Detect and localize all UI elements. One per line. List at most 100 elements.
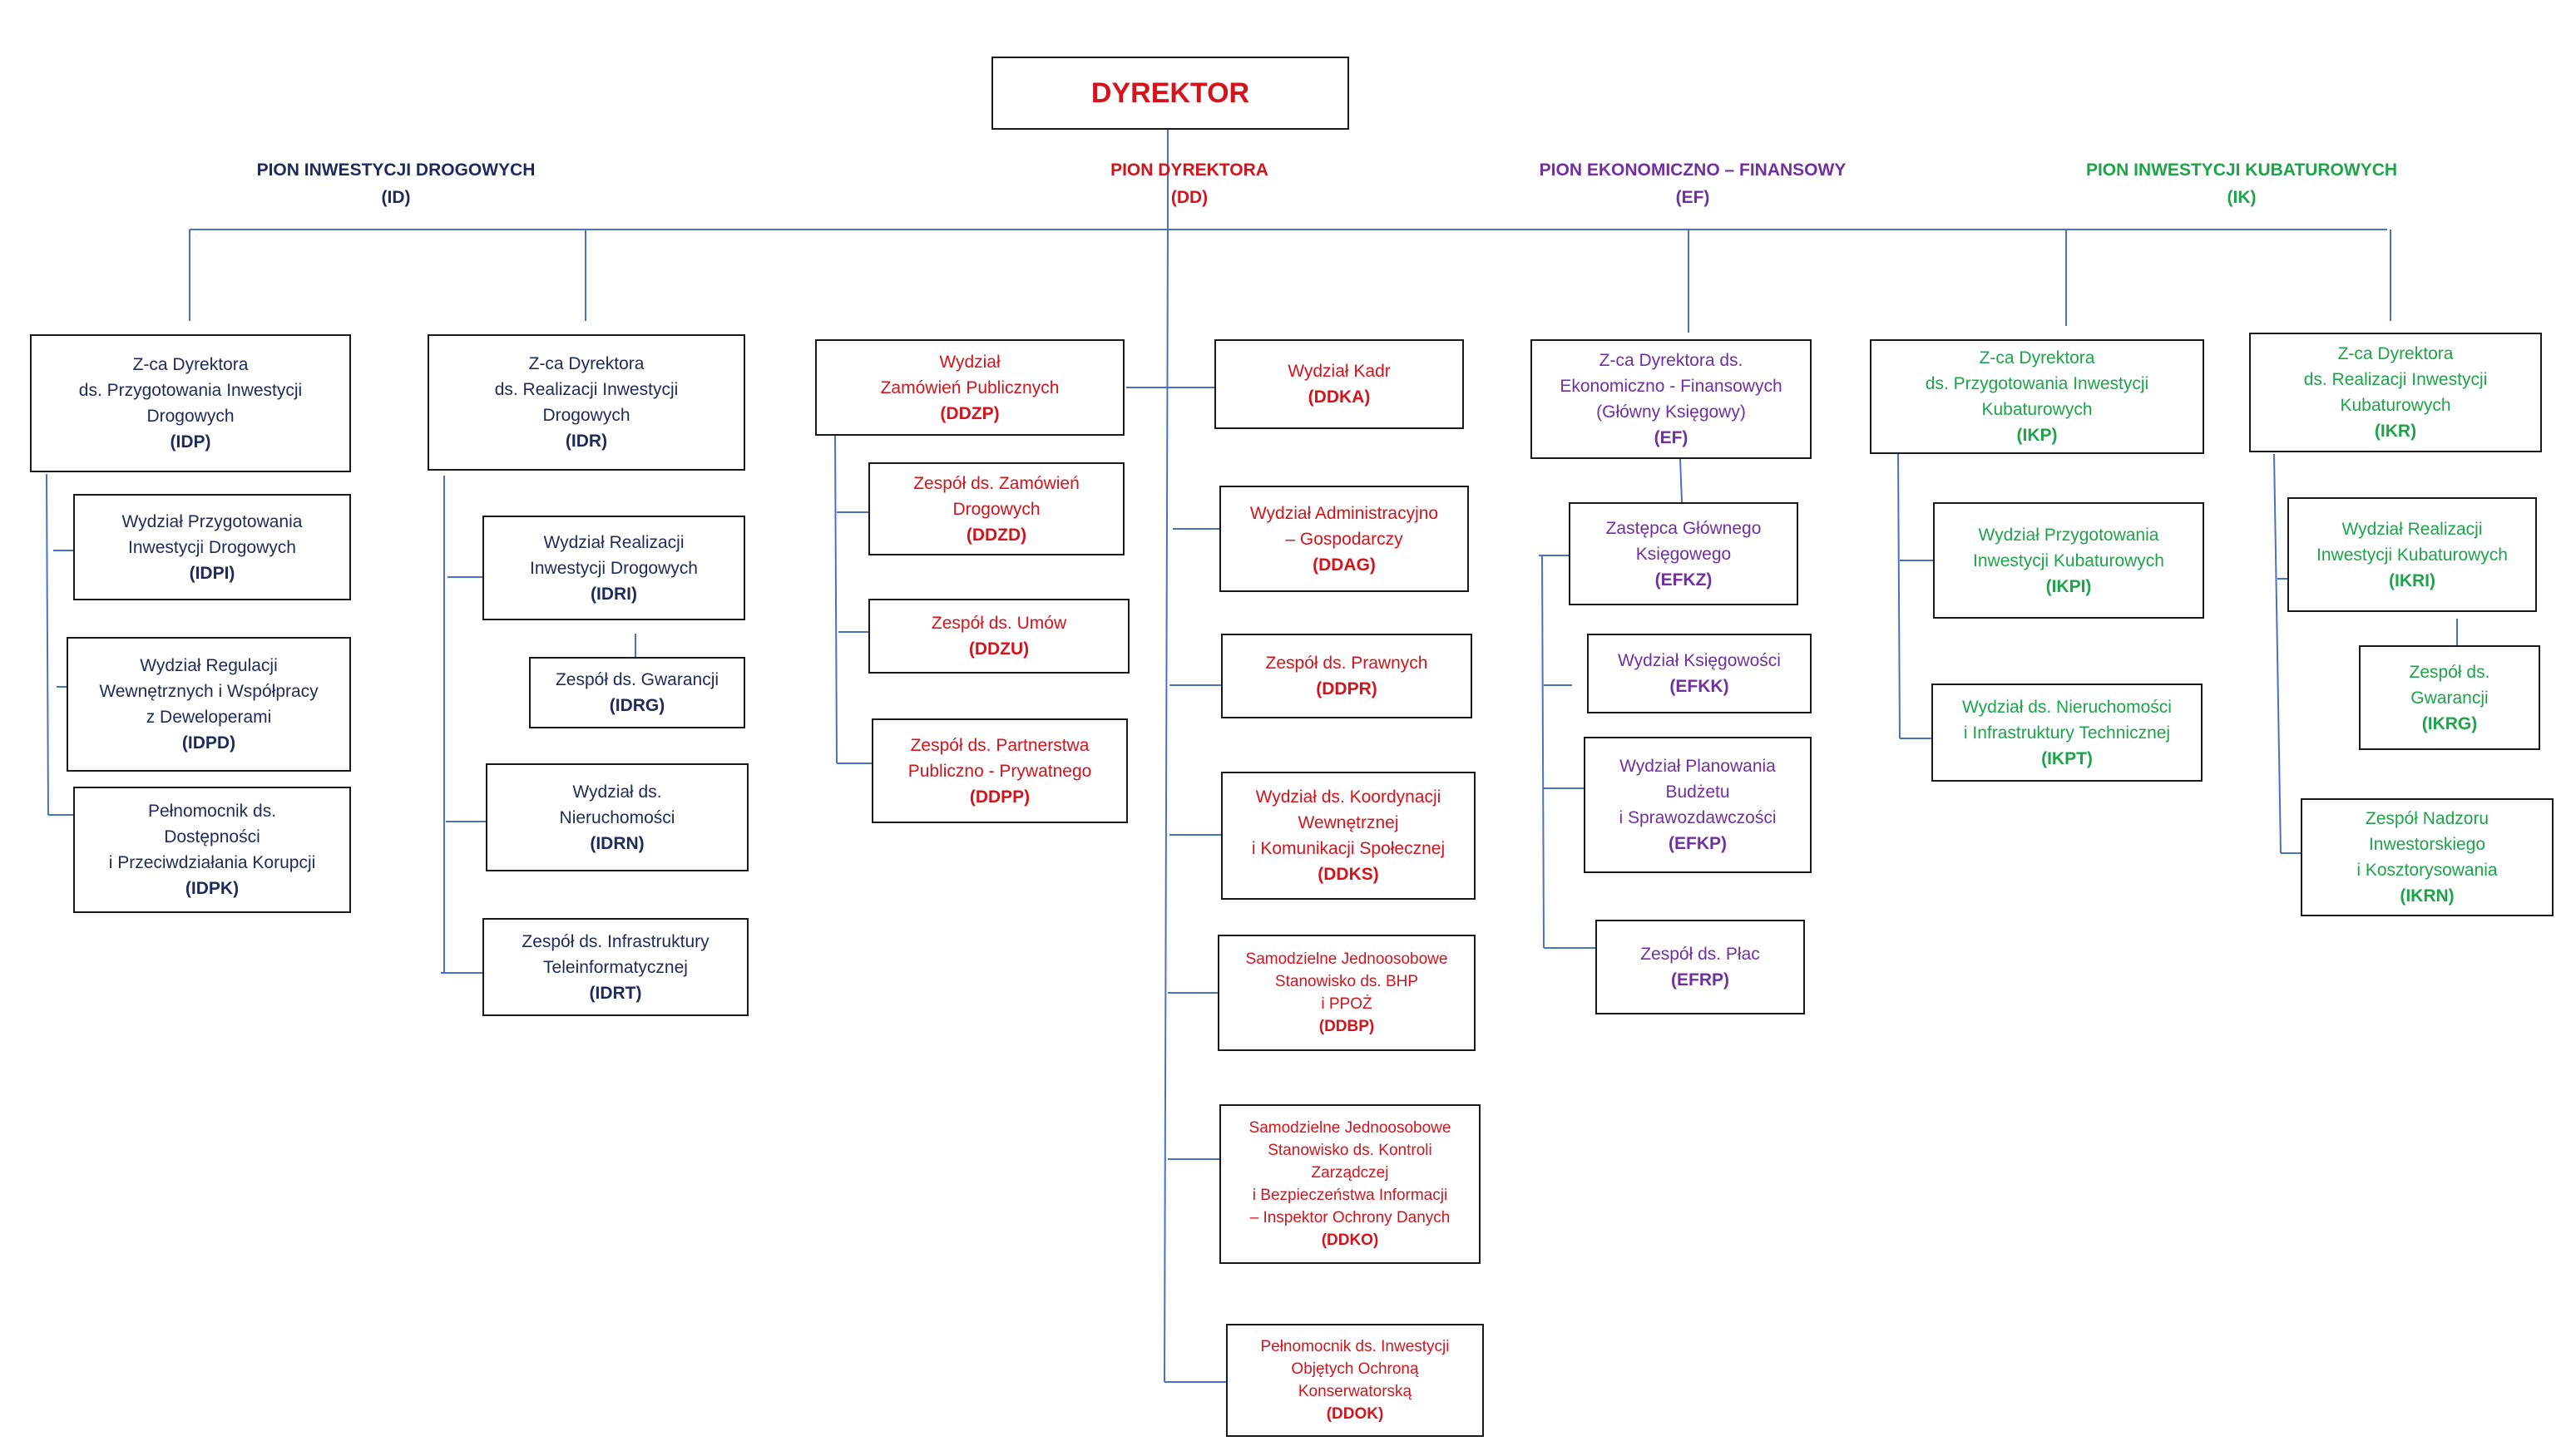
unit-code: (DDKO) [1321, 1231, 1379, 1249]
unit-name: Pełnomocnik ds. Inwestycji Objętych Ochr… [1260, 1338, 1450, 1400]
unit-idp: Z-ca Dyrektora ds. Przygotowania Inwesty… [30, 334, 351, 472]
unit-name: Z-ca Dyrektora ds. Przygotowania Inwesty… [78, 355, 303, 426]
unit-name: Wydział Zamówień Publicznych [880, 352, 1060, 397]
unit-ikrn: Zespół Nadzoru Inwestorskiego i Kosztory… [2301, 798, 2554, 916]
unit-name: Zespół ds. Partnerstwa Publiczno - Prywa… [907, 735, 1092, 781]
unit-name: Zespół ds. Gwarancji [2409, 662, 2490, 708]
unit-code: (IDRI) [591, 584, 637, 604]
director-title: DYREKTOR [1090, 77, 1250, 109]
unit-code: (IDPK) [185, 879, 240, 898]
unit-idpk: Pełnomocnik ds. Dostępności i Przeciwdzi… [73, 787, 351, 913]
unit-code: (EF) [1654, 428, 1688, 447]
unit-ddpr: Zespół ds. Prawnych (DDPR) [1221, 634, 1472, 718]
unit-code: (IKR) [2374, 422, 2417, 441]
unit-name: Zespół ds. Gwarancji [555, 670, 719, 689]
unit-ddpp: Zespół ds. Partnerstwa Publiczno - Prywa… [872, 718, 1128, 823]
unit-code: (IDP) [170, 432, 211, 452]
unit-name: Zespół Nadzoru Inwestorskiego i Kosztory… [2356, 809, 2498, 880]
unit-code: (IDRN) [590, 833, 645, 853]
unit-efrp: Zespół ds. Płac (EFRP) [1595, 920, 1805, 1014]
unit-name: Wydział Przygotowania Inwestycji Drogowy… [121, 511, 303, 557]
unit-code: (EFKP) [1669, 834, 1727, 853]
unit-ddzp: Wydział Zamówień Publicznych (DDZP) [815, 339, 1125, 436]
unit-code: (DDBP) [1318, 1018, 1375, 1035]
unit-name: Wydział Regulacji Wewnętrznych i Współpr… [99, 656, 319, 727]
unit-code: (EFKK) [1669, 677, 1729, 696]
unit-ddbp: Samodzielne Jednoosobowe Stanowisko ds. … [1218, 935, 1476, 1051]
unit-code: (DDPP) [969, 787, 1031, 807]
unit-name: Wydział ds. Koordynacji Wewnętrznej i Ko… [1251, 787, 1446, 858]
unit-name: Wydział ds. Nieruchomości i Infrastruktu… [1962, 697, 2172, 743]
division-code: (ID) [381, 188, 411, 207]
unit-efkp: Wydział Planowania Budżetu i Sprawozdawc… [1584, 737, 1812, 873]
division-header-dd: PION DYREKTORA (DD) [1023, 156, 1356, 211]
division-header-id: PION INWESTYCJI DROGOWYCH (ID) [213, 156, 579, 211]
unit-name: Zespół ds. Zamówień Drogowych [913, 473, 1080, 519]
unit-code: (DDOK) [1326, 1405, 1384, 1423]
unit-ddzu: Zespół ds. Umów (DDZU) [868, 599, 1130, 674]
unit-name: Zespół ds. Umów [931, 614, 1067, 633]
division-header-ik: PION INWESTYCJI KUBATUROWYCH (IK) [2054, 156, 2429, 211]
unit-name: Z-ca Dyrektora ds. Realizacji Inwestycji… [2303, 344, 2488, 415]
unit-code: (IKRG) [2421, 713, 2478, 733]
division-header-ef: PION EKONOMICZNO – FINANSOWY (EF) [1506, 156, 1880, 211]
unit-ikr: Z-ca Dyrektora ds. Realizacji Inwestycji… [2249, 333, 2542, 452]
unit-ddok: Pełnomocnik ds. Inwestycji Objętych Ochr… [1226, 1324, 1484, 1437]
division-code: (DD) [1170, 188, 1209, 207]
unit-efkk: Wydział Księgowości (EFKK) [1587, 634, 1812, 713]
unit-idr: Z-ca Dyrektora ds. Realizacji Inwestycji… [428, 334, 745, 471]
unit-idrg: Zespół ds. Gwarancji (IDRG) [529, 657, 745, 728]
unit-code: (IDRG) [609, 696, 665, 715]
unit-idpd: Wydział Regulacji Wewnętrznych i Współpr… [67, 637, 351, 772]
unit-ddag: Wydział Administracyjno – Gospodarczy (D… [1219, 486, 1469, 592]
division-name: PION INWESTYCJI DROGOWYCH [256, 160, 536, 180]
unit-code: (DDZD) [966, 525, 1027, 545]
unit-ddka: Wydział Kadr (DDKA) [1214, 339, 1464, 429]
unit-ef: Z-ca Dyrektora ds. Ekonomiczno - Finanso… [1530, 339, 1812, 459]
unit-ddzd: Zespół ds. Zamówień Drogowych (DDZD) [868, 462, 1125, 555]
unit-ikpt: Wydział ds. Nieruchomości i Infrastruktu… [1931, 684, 2203, 782]
unit-ikri: Wydział Realizacji Inwestycji Kubaturowy… [2287, 497, 2537, 612]
unit-code: (DDKS) [1318, 865, 1379, 884]
unit-name: Samodzielne Jednoosobowe Stanowisko ds. … [1245, 950, 1448, 1013]
unit-name: Pełnomocnik ds. Dostępności i Przeciwdzi… [108, 802, 316, 872]
unit-code: (IDPI) [189, 563, 235, 583]
division-code: (EF) [1675, 188, 1710, 207]
unit-code: (DDZP) [940, 403, 1000, 423]
unit-ikrg: Zespół ds. Gwarancji (IKRG) [2359, 645, 2540, 750]
unit-idri: Wydział Realizacji Inwestycji Drogowych … [482, 516, 745, 620]
unit-code: (DDAG) [1313, 555, 1376, 575]
unit-name: Z-ca Dyrektora ds. Ekonomiczno - Finanso… [1560, 351, 1782, 422]
unit-code: (IDRT) [589, 983, 642, 1003]
division-name: PION EKONOMICZNO – FINANSOWY [1539, 160, 1847, 180]
unit-code: (IKPT) [2041, 748, 2093, 768]
unit-code: (IKPI) [2045, 576, 2092, 596]
unit-ikpi: Wydział Przygotowania Inwestycji Kubatur… [1933, 502, 2204, 619]
unit-code: (IKRI) [2389, 570, 2435, 590]
unit-name: Wydział Kadr [1288, 362, 1391, 381]
unit-code: (IDPD) [181, 733, 236, 753]
unit-name: Zespół ds. Infrastruktury Teleinformatyc… [522, 931, 709, 977]
unit-name: Z-ca Dyrektora ds. Realizacji Inwestycji… [494, 354, 679, 425]
unit-name: Wydział Księgowości [1618, 651, 1781, 670]
unit-code: (IKRN) [2400, 886, 2455, 906]
unit-code: (DDPR) [1316, 679, 1377, 698]
unit-code: (DDKA) [1308, 387, 1371, 407]
unit-ddko: Samodzielne Jednoosobowe Stanowisko ds. … [1219, 1104, 1481, 1264]
unit-ddks: Wydział ds. Koordynacji Wewnętrznej i Ko… [1221, 772, 1476, 900]
unit-name: Wydział ds. Nieruchomości [559, 782, 675, 827]
unit-code: (IKP) [2016, 426, 2058, 445]
unit-name: Zastępca Głównego Księgowego [1605, 518, 1762, 564]
unit-name: Wydział Planowania Budżetu i Sprawozdawc… [1619, 757, 1777, 827]
director-box: DYREKTOR [991, 57, 1349, 130]
unit-name: Z-ca Dyrektora ds. Przygotowania Inwesty… [1925, 348, 2149, 419]
unit-code: (EFKZ) [1654, 570, 1713, 590]
unit-name: Wydział Administracyjno – Gospodarczy [1249, 503, 1439, 549]
unit-idrn: Wydział ds. Nieruchomości (IDRN) [486, 763, 749, 871]
unit-code: (IDR) [565, 432, 608, 451]
unit-name: Wydział Realizacji Inwestycji Drogowych [530, 532, 698, 578]
division-name: PION DYREKTORA [1110, 160, 1268, 180]
division-name: PION INWESTYCJI KUBATUROWYCH [2085, 160, 2398, 180]
unit-code: (EFRP) [1671, 970, 1729, 990]
